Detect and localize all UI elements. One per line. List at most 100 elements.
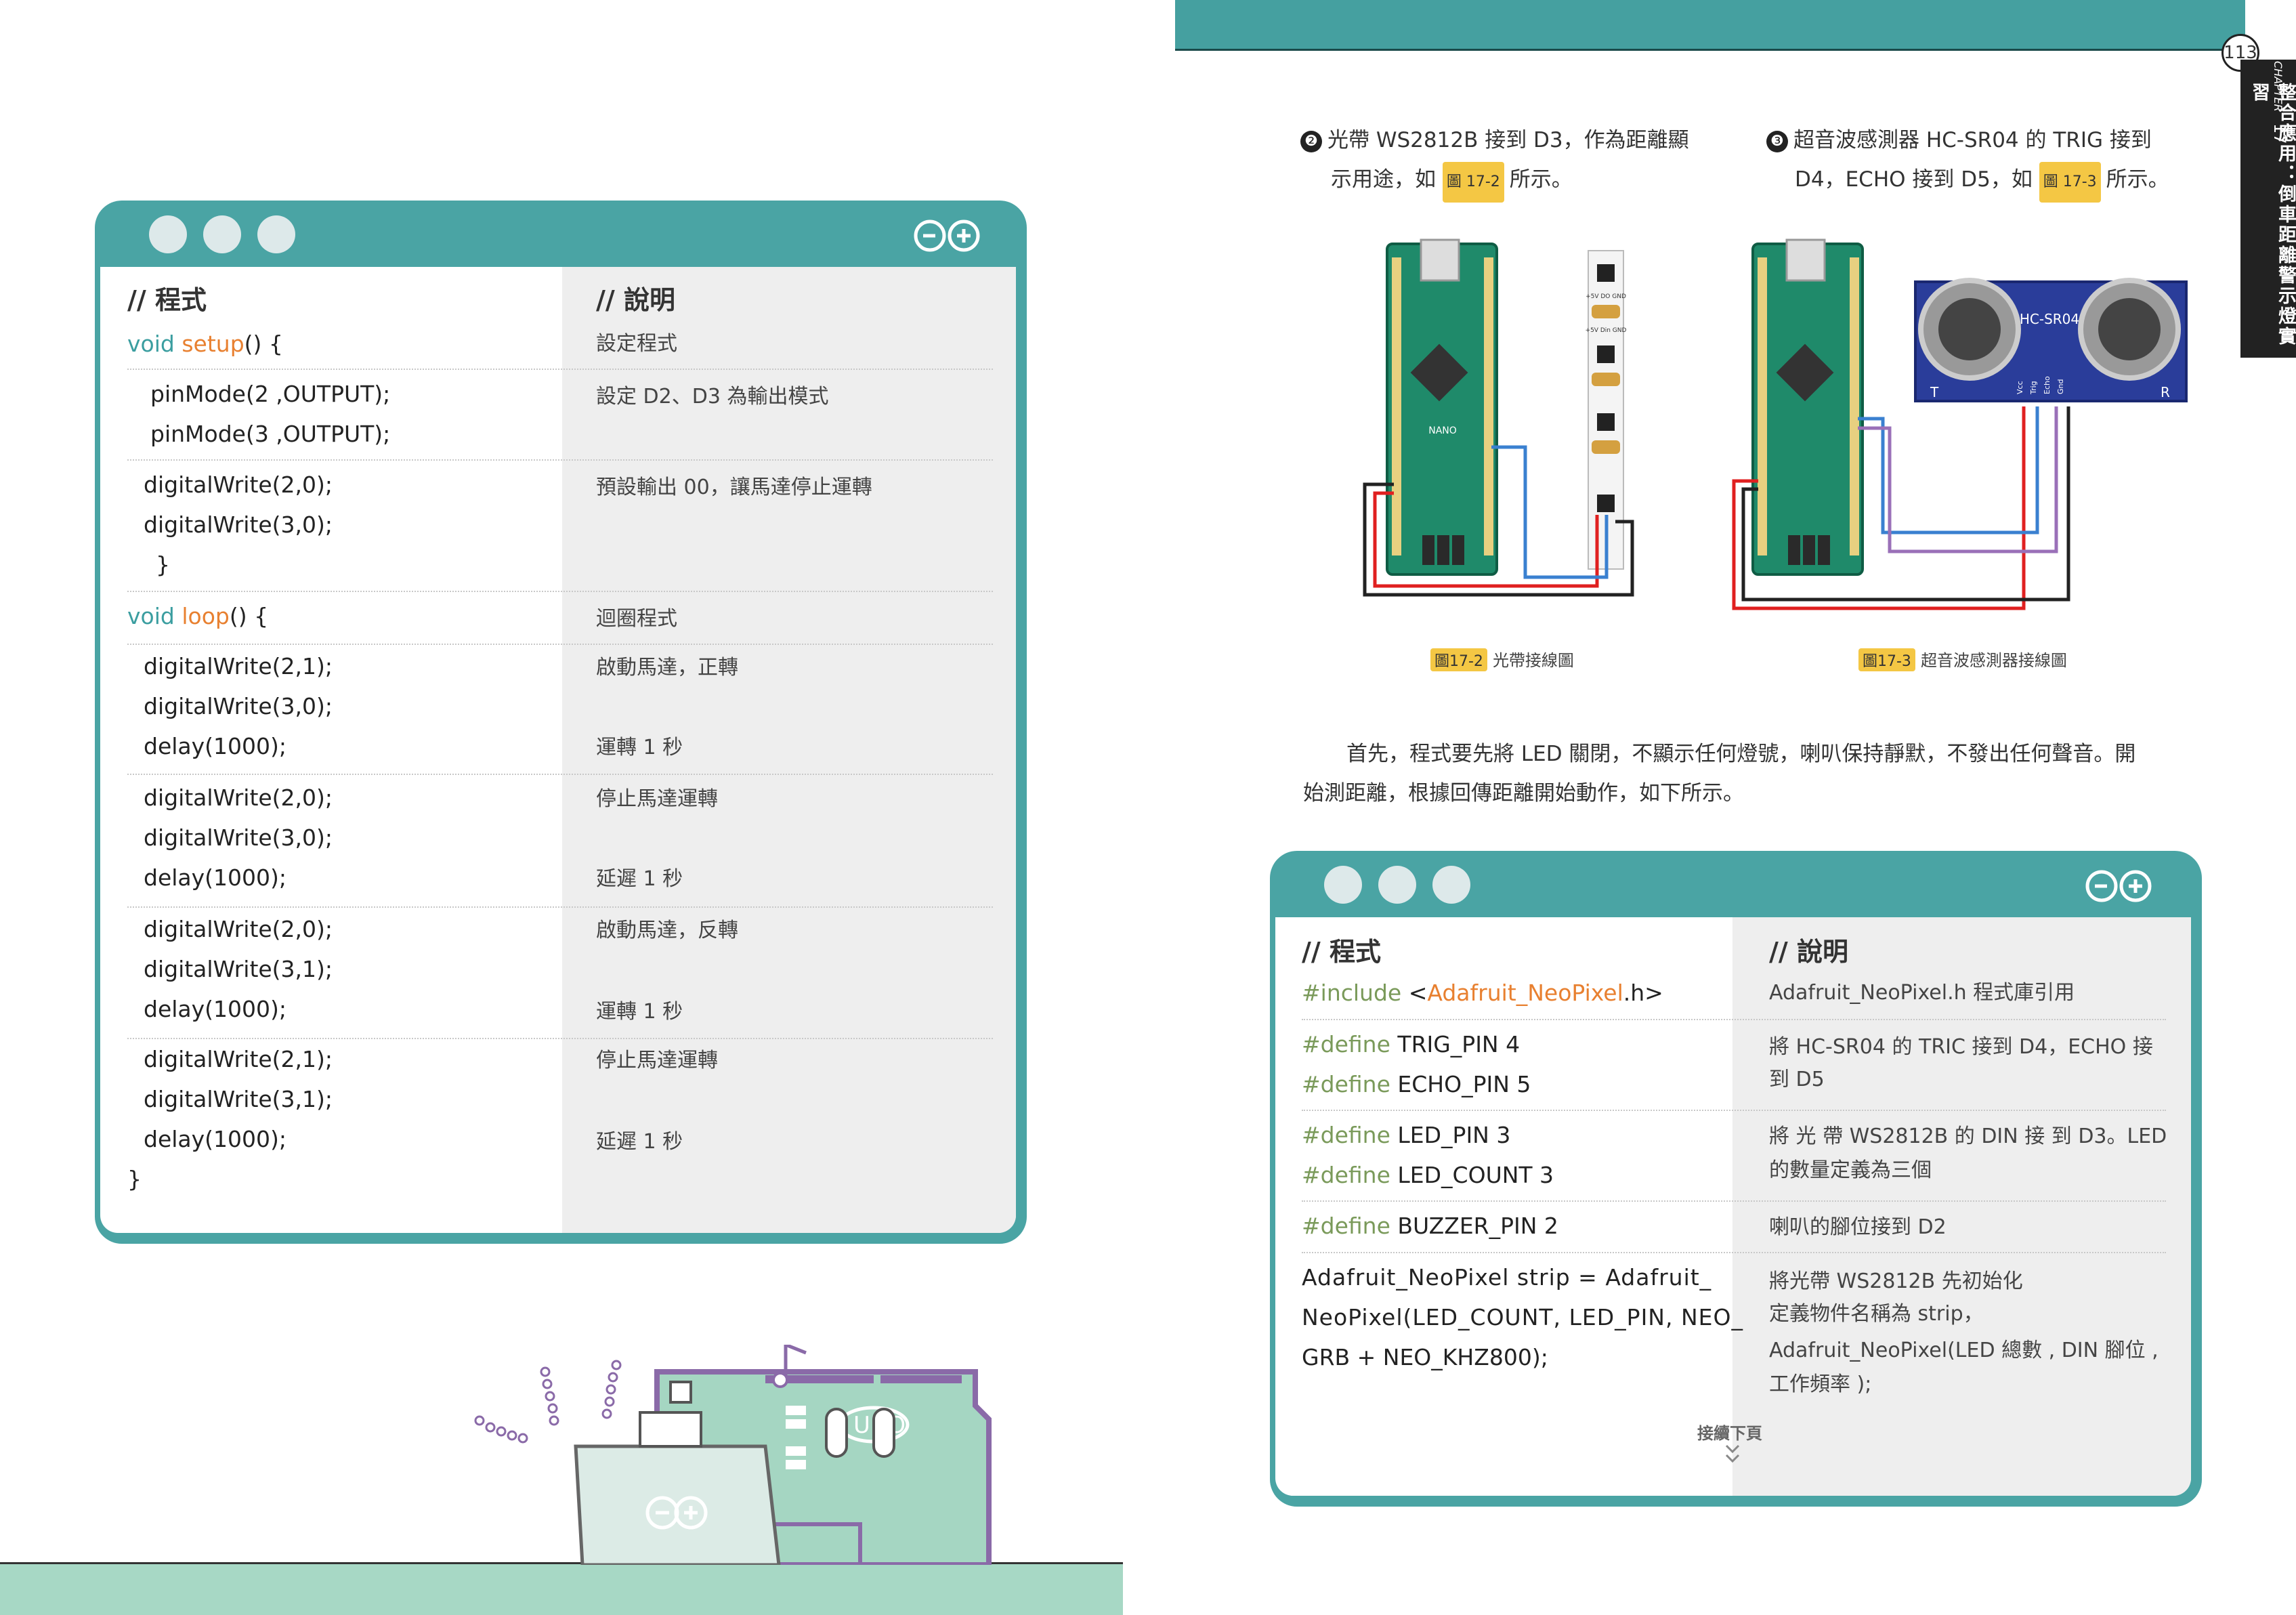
- step-3-line-2: D4，ECHO 接到 D5，如: [1795, 167, 2033, 192]
- chapter-number: 17: [2270, 123, 2289, 144]
- code-line: delay(1000);: [144, 733, 287, 759]
- code-line: Adafruit_NeoPixel strip = Adafruit_: [1302, 1264, 1712, 1291]
- code-line: pinMode(3 ,OUTPUT);: [150, 421, 391, 447]
- desc-line: 設定 D2、D3 為輸出模式: [596, 385, 829, 408]
- code-line: digitalWrite(3,1);: [144, 1086, 333, 1112]
- window-dot: [257, 215, 295, 253]
- left-code-window: [95, 201, 1027, 1244]
- code-line: digitalWrite(3,0);: [144, 824, 333, 851]
- step-2-line-1: 光帶 WS2812B 接到 D3，作為距離顯: [1327, 128, 1689, 152]
- code-line: delay(1000);: [144, 996, 287, 1022]
- desc-line: 定義物件名稱為 strip，: [1769, 1302, 1984, 1326]
- code-line: #define LED_COUNT 3: [1302, 1155, 1554, 1195]
- code-define: BUZZER_PIN 2: [1397, 1213, 1558, 1239]
- row-separator: [127, 774, 993, 775]
- step-number: ❸: [1766, 130, 1788, 152]
- window-dot: [1324, 866, 1362, 904]
- code-line: delay(1000);: [144, 864, 287, 891]
- code-line: GRB + NEO_KHZ800);: [1302, 1344, 1548, 1370]
- code-line: #define TRIG_PIN 4: [1302, 1024, 1520, 1064]
- arduino-illustration: UNO: [474, 1345, 992, 1565]
- row-separator: [127, 644, 993, 645]
- sensor-pin-label: Trig: [2029, 381, 2038, 395]
- description-column: [562, 267, 1016, 1233]
- strip-label: +5V DO GND: [1586, 293, 1626, 300]
- code-panel: [100, 267, 1016, 1233]
- led-strip-wiring-diagram: NANO +5V DO GND +5V Din GND: [1363, 238, 1634, 597]
- row-separator: [1302, 1252, 2166, 1253]
- arduino-logo-icon: [2085, 870, 2152, 902]
- desc-line: 運轉 1 秒: [596, 1000, 683, 1024]
- step-3-line-3: 所示。: [2106, 167, 2169, 192]
- code-line: digitalWrite(2,0);: [144, 784, 333, 811]
- board-label: NANO: [1428, 425, 1457, 436]
- code-define: LED_COUNT 3: [1397, 1162, 1554, 1188]
- code-line: #define BUZZER_PIN 2: [1302, 1206, 1558, 1246]
- code-define: TRIG_PIN 4: [1397, 1031, 1521, 1057]
- code-line: #include <Adafruit_NeoPixel.h>: [1302, 980, 1663, 1006]
- ultrasonic-wiring-diagram: HC-SR04 T R Vcc Trig Echo Gnd: [1732, 238, 2188, 610]
- code-line: delay(1000);: [144, 1126, 287, 1152]
- step-2-line-3: 所示。: [1509, 167, 1573, 192]
- code-line: void loop() {: [127, 603, 269, 629]
- row-separator: [127, 459, 993, 461]
- code-line: pinMode(2 ,OUTPUT);: [150, 381, 391, 407]
- code-keyword: void: [127, 603, 175, 629]
- code-function: loop: [182, 603, 230, 629]
- code-keyword: void: [127, 331, 175, 357]
- code-line: digitalWrite(2,0);: [144, 916, 333, 942]
- row-separator: [127, 591, 993, 592]
- code-line: digitalWrite(2,1);: [144, 1046, 333, 1072]
- code-directive: #define: [1302, 1071, 1390, 1097]
- code-line: }: [127, 1166, 142, 1192]
- row-separator: [127, 369, 993, 370]
- row-separator: [1302, 1110, 2166, 1111]
- desc-line: 運轉 1 秒: [596, 736, 683, 759]
- strip-label: +5V Din GND: [1586, 327, 1627, 334]
- code-line: digitalWrite(2,0);: [144, 471, 333, 498]
- code-panel: [1275, 917, 2191, 1496]
- code-header: // 程式: [127, 285, 207, 315]
- chevron-down-icon: [1725, 1444, 1740, 1463]
- body-paragraph-line: 首先，程式要先將 LED 關閉，不顯示任何燈號，喇叭保持靜默，不發出任何聲音。開: [1346, 742, 2136, 766]
- code-library: Adafruit_NeoPixel: [1427, 980, 1623, 1006]
- header-bar: [1175, 0, 2245, 49]
- code-line: }: [156, 551, 170, 578]
- window-dot: [149, 215, 187, 253]
- page-number: 113: [2221, 34, 2259, 72]
- code-define: ECHO_PIN 5: [1397, 1071, 1531, 1097]
- step-2-line-2: 示用途，如: [1331, 167, 1436, 192]
- code-line: digitalWrite(3,0);: [144, 511, 333, 538]
- header-bar-line: [1175, 49, 2245, 51]
- desc-line: 迴圈程式: [596, 607, 677, 631]
- chapter-label: CHAPTER: [2272, 61, 2284, 112]
- sensor-label: HC-SR04: [2020, 311, 2079, 327]
- desc-line: 啟動馬達，正轉: [596, 656, 738, 679]
- chapter-title: 整合應用：倒車距離警示燈實習: [2249, 83, 2296, 347]
- desc-line: 設定程式: [596, 332, 677, 356]
- figure-tag: 圖17-3: [1858, 648, 1915, 671]
- figure-ref-tag: 圖 17-3: [2039, 162, 2101, 203]
- desc-line: 啟動馬達，反轉: [596, 919, 738, 942]
- row-separator: [1302, 1200, 2166, 1202]
- code-line: digitalWrite(3,0);: [144, 693, 333, 719]
- body-paragraph-line: 始測距離，根據回傳距離開始動作，如下所示。: [1303, 781, 1744, 805]
- code-line: digitalWrite(2,1);: [144, 653, 333, 679]
- desc-line: 將光帶 WS2812B 先初始化: [1769, 1270, 2023, 1293]
- code-directive: #define: [1302, 1213, 1390, 1239]
- sensor-r-label: R: [2161, 384, 2170, 400]
- code-directive: #define: [1302, 1122, 1390, 1148]
- footer-line: [0, 1562, 1123, 1564]
- desc-line: 預設輸出 00，讓馬達停止運轉: [596, 476, 872, 499]
- code-line: NeoPixel(LED_COUNT, LED_PIN, NEO_: [1302, 1304, 1743, 1330]
- desc-line: 喇叭的腳位接到 D2: [1769, 1215, 1947, 1239]
- code-directive: #include: [1302, 980, 1402, 1006]
- sensor-pin-label: Echo: [2043, 376, 2051, 394]
- sensor-pin-label: Vcc: [2016, 381, 2024, 394]
- desc-line: Adafruit_NeoPixel.h 程式庫引用: [1769, 981, 2075, 1005]
- code-line: #define LED_PIN 3: [1302, 1115, 1510, 1155]
- desc-line: 停止馬達運轉: [596, 1049, 718, 1072]
